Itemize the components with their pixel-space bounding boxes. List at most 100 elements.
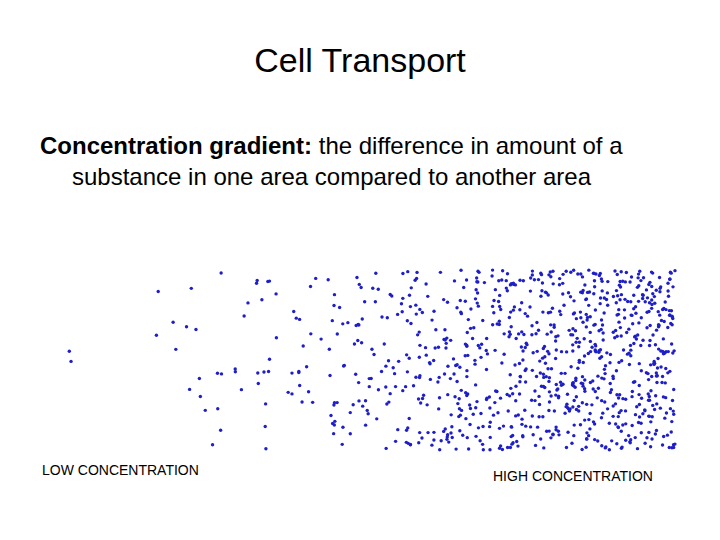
particle-dot (305, 365, 308, 368)
particle-dot (521, 349, 524, 352)
particle-dot (298, 384, 301, 387)
particle-dot (558, 277, 561, 280)
particle-dot (549, 394, 552, 397)
particle-dot (260, 298, 263, 301)
particle-dot (547, 429, 550, 432)
particle-dot (620, 293, 623, 296)
particle-dot (545, 332, 548, 335)
particle-dot (581, 382, 584, 385)
particle-dot (449, 377, 452, 380)
particle-dot (627, 327, 630, 330)
particle-dot (662, 435, 665, 438)
particle-dot (581, 275, 584, 278)
particle-dot (649, 420, 652, 423)
particle-dot (458, 429, 461, 432)
particle-dot (519, 375, 522, 378)
particle-dot (618, 283, 621, 286)
particle-dot (533, 399, 536, 402)
particle-dot (549, 323, 552, 326)
particle-dot (488, 448, 491, 451)
particle-dot (590, 346, 593, 349)
particle-dot (655, 289, 658, 292)
particle-dot (524, 424, 527, 427)
particle-dot (425, 353, 428, 356)
particle-dot (661, 350, 664, 353)
particle-dot (623, 316, 626, 319)
particle-dot (246, 301, 249, 304)
particle-dot (421, 311, 424, 314)
particle-dot (540, 273, 543, 276)
particle-dot (673, 269, 676, 272)
particle-dot (609, 391, 612, 394)
particle-dot (445, 342, 448, 345)
particle-dot (454, 447, 457, 450)
particle-dot (477, 304, 480, 307)
particle-dot (643, 442, 646, 445)
particle-dot (509, 387, 512, 390)
particle-dot (471, 337, 474, 340)
particle-dot (537, 329, 540, 332)
particle-dot (642, 276, 645, 279)
particle-dot (585, 313, 588, 316)
particle-dot (630, 275, 633, 278)
particle-dot (336, 332, 339, 335)
particle-dot (645, 436, 648, 439)
particle-dot (545, 375, 548, 378)
particle-dot (488, 406, 491, 409)
particle-dot (639, 279, 642, 282)
particle-dot (657, 324, 660, 327)
particle-dot (600, 280, 603, 283)
particle-dot (620, 334, 623, 337)
particle-dot (629, 300, 632, 303)
particle-dot (658, 290, 661, 293)
particle-dot (641, 297, 644, 300)
particle-dot (476, 280, 479, 283)
particle-dot (619, 326, 622, 329)
particle-dot (668, 278, 671, 281)
particle-dot (342, 364, 345, 367)
particle-dot (438, 448, 441, 451)
particle-dot (569, 333, 572, 336)
particle-dot (499, 308, 502, 311)
particle-dot (590, 403, 593, 406)
particle-dot (422, 394, 425, 397)
particle-dot (401, 310, 404, 313)
particle-dot (650, 307, 653, 310)
particle-dot (624, 422, 627, 425)
particle-dot (458, 407, 461, 410)
particle-dot (647, 431, 650, 434)
particle-dot (585, 431, 588, 434)
particle-dot (358, 283, 361, 286)
particle-dot (391, 366, 394, 369)
particle-dot (579, 316, 582, 319)
particle-dot (572, 434, 575, 437)
particle-dot (630, 424, 633, 427)
particle-dot (508, 330, 511, 333)
particle-dot (585, 403, 588, 406)
particle-dot (537, 278, 540, 281)
particle-dot (612, 295, 615, 298)
particle-dot (616, 273, 619, 276)
particle-dot (541, 415, 544, 418)
particle-dot (465, 375, 468, 378)
particle-dot (567, 329, 570, 332)
particle-dot (550, 367, 553, 370)
particle-dot (361, 404, 364, 407)
particle-dot (493, 349, 496, 352)
particle-dot (510, 442, 513, 445)
particle-dot (497, 300, 500, 303)
particle-dot (466, 331, 469, 334)
particle-dot (641, 293, 644, 296)
particle-dot (591, 387, 594, 390)
particle-dot (615, 289, 618, 292)
particle-dot (663, 416, 666, 419)
particle-dot (648, 415, 651, 418)
particle-dot (499, 396, 502, 399)
particle-dot (656, 357, 659, 360)
particle-dot (333, 293, 336, 296)
particle-dot (549, 330, 552, 333)
particle-dot (611, 374, 614, 377)
particle-dot (579, 272, 582, 275)
particle-dot (518, 380, 521, 383)
